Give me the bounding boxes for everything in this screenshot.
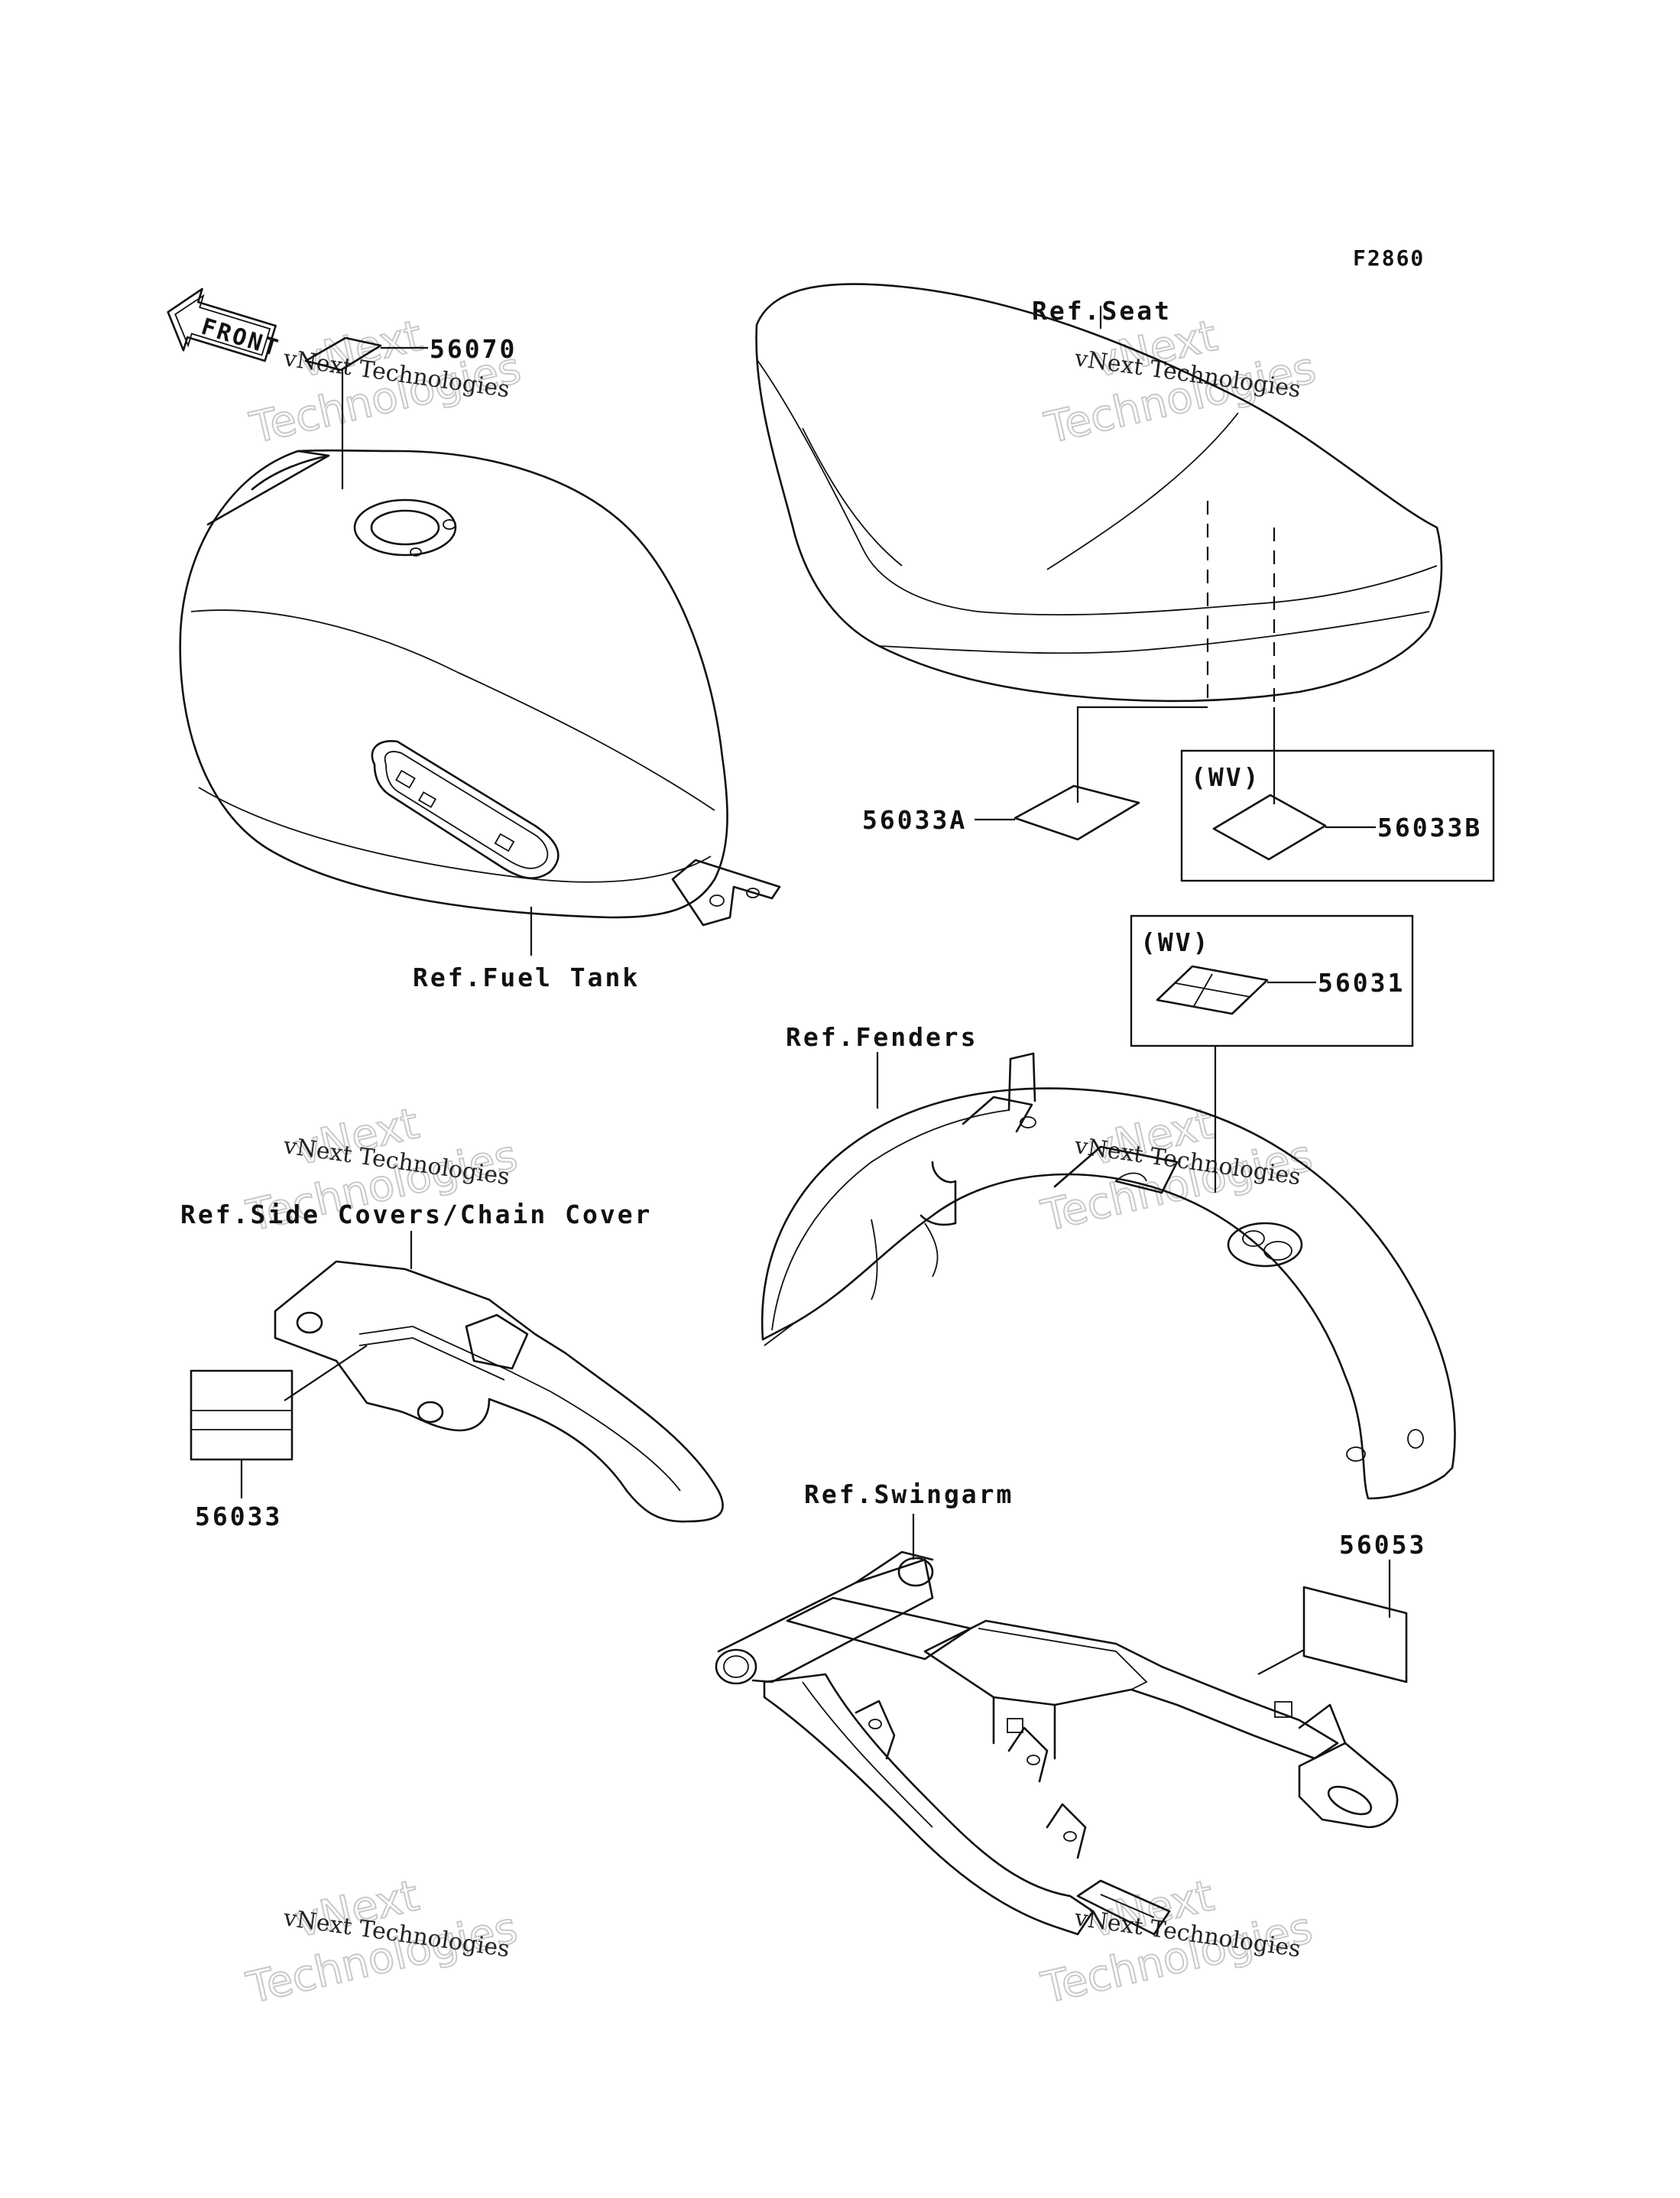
fuel-tank-drawing: [179, 449, 781, 927]
part-number-56033A: 56033A: [862, 805, 967, 835]
ref-fenders-label: Ref.Fenders: [786, 1022, 978, 1052]
fender-drawing: [761, 1052, 1456, 1500]
figure-code: F2860: [1353, 245, 1425, 271]
decal-56031: 56031: [1156, 965, 1405, 1193]
ref-seat-label: Ref.Seat: [1032, 296, 1172, 326]
decal-56053: 56053: [1257, 1530, 1426, 1683]
seat-drawing: [755, 283, 1443, 703]
part-number-56031: 56031: [1318, 968, 1405, 998]
front-arrow-icon: FRONT: [167, 287, 283, 362]
decal-56070: 56070: [304, 334, 517, 489]
swingarm-drawing: [715, 1550, 1399, 1936]
decal-56033: 56033: [190, 1345, 368, 1531]
part-number-56070: 56070: [430, 334, 517, 364]
chain-cover-drawing: [274, 1260, 724, 1523]
decal-56033B: 56033B: [1212, 707, 1482, 861]
ref-fuel-tank-label: Ref.Fuel Tank: [413, 963, 640, 992]
ref-side-covers-label: Ref.Side Covers/Chain Cover: [180, 1200, 652, 1229]
part-number-56053: 56053: [1339, 1530, 1426, 1560]
variant-wv-fender: (WV): [1140, 927, 1210, 957]
variant-box-fender: [1130, 914, 1414, 1047]
front-label: FRONT: [198, 313, 283, 362]
part-number-56033: 56033: [195, 1502, 282, 1531]
variant-box-seat: [1180, 749, 1495, 882]
ref-swingarm-label: Ref.Swingarm: [804, 1479, 1014, 1509]
variant-wv-seat: (WV): [1191, 762, 1260, 792]
part-number-56033B: 56033B: [1377, 813, 1482, 843]
decal-56033A: 56033A: [862, 706, 1208, 841]
